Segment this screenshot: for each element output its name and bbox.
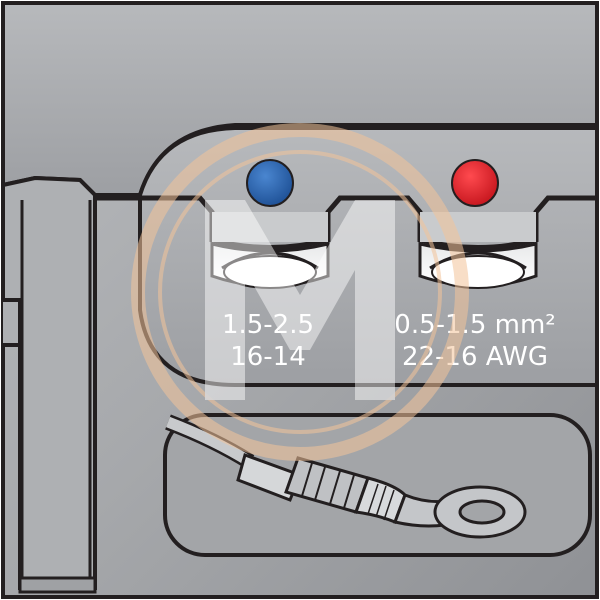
die-left-rail-foot [18, 576, 97, 594]
cavity-2-metric-label: 0.5-1.5 mm² [394, 310, 555, 340]
cavity-1-metric-label: 1.5-2.5 [222, 310, 314, 340]
cavity-1-awg-label: 16-14 [230, 342, 306, 372]
m-logo-watermark-icon [131, 123, 469, 461]
cavity-1 [210, 159, 330, 289]
cavity-2-awg-label: 22-16 AWG [402, 342, 548, 372]
ring-terminal-icon [165, 414, 527, 539]
cavity-1-color-dot [246, 159, 294, 207]
die-left-rail-inner [20, 200, 92, 580]
jaw-profile [97, 195, 597, 250]
die-left-notch [3, 298, 22, 347]
cavity-2-color-dot [451, 159, 499, 207]
